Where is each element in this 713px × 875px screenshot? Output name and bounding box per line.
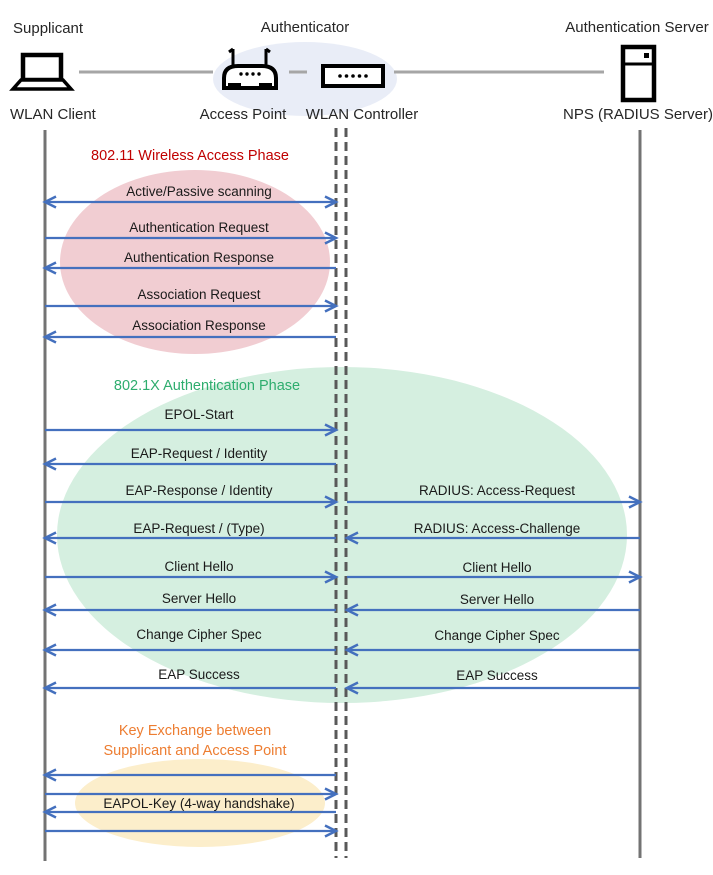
message-label: Change Cipher Spec [136,627,262,642]
arrowhead-icon [42,681,57,695]
message-label: Server Hello [459,592,535,607]
arrowhead-icon [344,643,359,657]
arrowhead-icon [324,824,339,838]
message-label: Active/Passive scanning [126,184,272,199]
arrowhead-icon [324,495,339,509]
phase-title-dot1x: 802.1X Authentication Phase [113,378,301,394]
message-label: EAP Success [158,667,240,682]
role-label-authentication-server: Authentication Server [565,19,709,36]
message-label: Association Request [137,287,261,302]
device-label-wlan-controller: WLAN Controller [305,106,419,123]
arrowhead-icon [42,531,57,545]
arrowhead-icon [324,423,339,437]
message-label: EAP Success [456,668,538,683]
role-label-supplicant: Supplicant [13,20,84,37]
message-label: Association Response [132,318,266,333]
message-label: Server Hello [161,591,237,606]
arrowhead-icon [324,570,339,584]
arrowhead-icon [42,603,57,617]
arrowhead-icon [42,195,57,209]
arrowhead-icon [42,768,57,782]
arrowhead-icon [42,457,57,471]
laptop-icon [9,52,75,91]
arrowhead-icon [324,299,339,313]
device-label-wlan-client: WLAN Client [10,106,96,123]
role-label-authenticator: Authenticator [260,19,350,36]
message-label: Client Hello [164,559,234,574]
phase-ellipse-key-exchange [75,759,325,847]
arrowhead-icon [324,231,339,245]
message-label: Client Hello [462,560,532,575]
phase-title-key-exchange: Key Exchange between Supplicant and Acce… [104,721,287,761]
arrowhead-icon [344,681,359,695]
message-label: EAPOL-Key (4-way handshake) [103,796,295,811]
arrowhead-icon [324,195,339,209]
device-label-nps-radius-server: NPS (RADIUS Server) [562,106,713,123]
arrowhead-icon [42,261,57,275]
message-label: Authentication Response [123,250,275,265]
arrowhead-icon [42,330,57,344]
message-label: Authentication Request [129,220,269,235]
message-label: EAP-Request / Identity [130,446,268,461]
phase-ellipse-dot1x [57,367,627,703]
phase-ellipse-wireless [60,170,330,354]
phase-title-key-exchange-line2: Supplicant and Access Point [103,743,287,759]
wlan-controller-icon [321,64,385,88]
arrowhead-icon [628,570,643,584]
message-label: RADIUS: Access-Challenge [413,521,581,536]
arrowhead-icon [344,603,359,617]
arrowhead-icon [344,531,359,545]
message-label: EAP-Response / Identity [125,483,273,498]
phase-title-key-exchange-line1: Key Exchange between [118,723,272,739]
device-label-access-point: Access Point [199,106,287,123]
arrowhead-icon [42,805,57,819]
phase-title-wireless: 802.11 Wireless Access Phase [91,148,289,164]
message-label: EPOL-Start [164,407,234,422]
arrowhead-icon [324,787,339,801]
server-icon [620,44,657,103]
arrowhead-icon [628,495,643,509]
message-label: Change Cipher Spec [434,628,560,643]
arrowhead-icon [42,643,57,657]
message-label: EAP-Request / (Type) [133,521,265,536]
message-label: RADIUS: Access-Request [418,483,576,498]
access-point-icon [222,47,278,90]
